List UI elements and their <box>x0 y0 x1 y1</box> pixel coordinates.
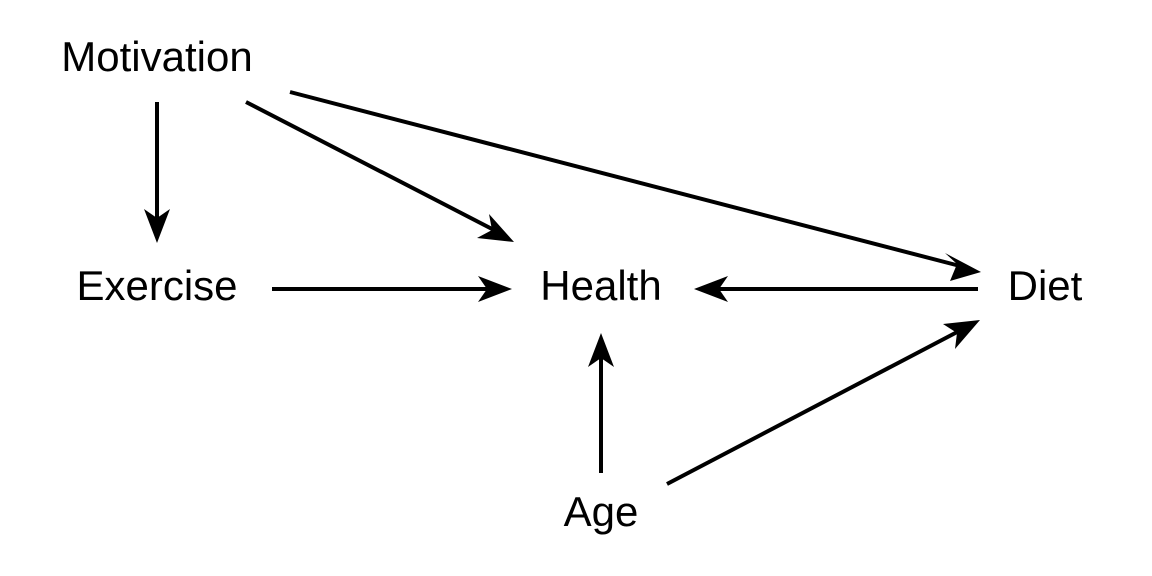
node-motivation: Motivation <box>61 33 252 80</box>
edge-motivation-to-exercise <box>144 102 170 243</box>
node-age: Age <box>564 488 639 535</box>
edge-age-to-health <box>588 333 614 473</box>
edge-motivation-to-health <box>245 100 514 242</box>
edge-diet-to-health <box>694 276 978 302</box>
node-exercise: Exercise <box>76 262 237 309</box>
node-health: Health <box>540 262 661 309</box>
edges <box>144 90 981 486</box>
node-diet: Diet <box>1008 262 1083 309</box>
edge-age-to-diet <box>666 320 980 486</box>
edge-motivation-to-diet <box>289 90 981 281</box>
nodes: Motivation Exercise Health Diet Age <box>61 33 1082 535</box>
edge-exercise-to-health <box>272 276 512 302</box>
